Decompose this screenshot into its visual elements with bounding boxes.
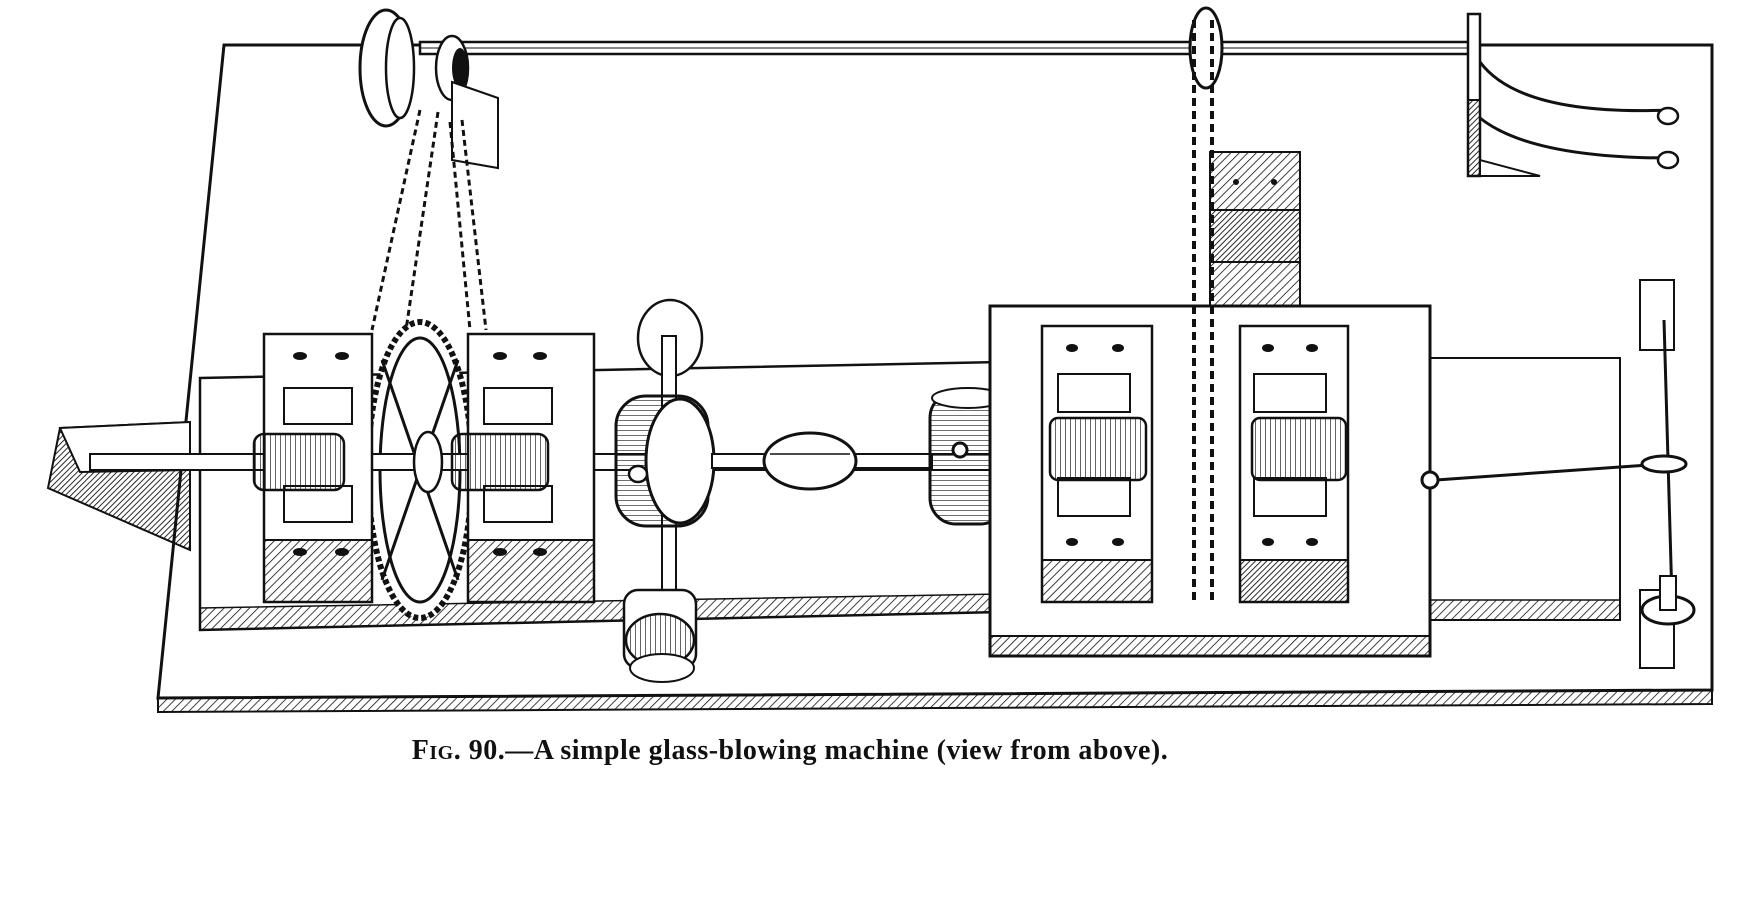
glass-bulb xyxy=(711,431,933,491)
drive-chain xyxy=(370,109,488,331)
carriage-block-1 xyxy=(1040,324,1154,604)
caption-prefix: Fig. 90. xyxy=(411,735,506,766)
carriage-bearing-blocks xyxy=(1040,324,1350,604)
chain-pulley xyxy=(358,8,499,170)
leaf-spring xyxy=(1466,12,1680,178)
pointer-block xyxy=(46,420,191,552)
overhead-shaft xyxy=(418,40,1472,56)
left-chuck xyxy=(614,298,716,683)
caption-text: —A simple glass-blowing machine (view fr… xyxy=(505,735,1169,766)
vertical-chain xyxy=(1188,6,1224,604)
carriage-block-2 xyxy=(1238,324,1350,604)
rear-pillar xyxy=(1209,151,1301,313)
adjusting-knob xyxy=(1640,575,1696,626)
figure-caption: Fig. 90.—A simple glass-blowing machine … xyxy=(0,735,1580,767)
left-bearing-blocks xyxy=(252,332,596,604)
lever-rod xyxy=(1420,279,1688,669)
bearing-block-1 xyxy=(262,332,374,604)
